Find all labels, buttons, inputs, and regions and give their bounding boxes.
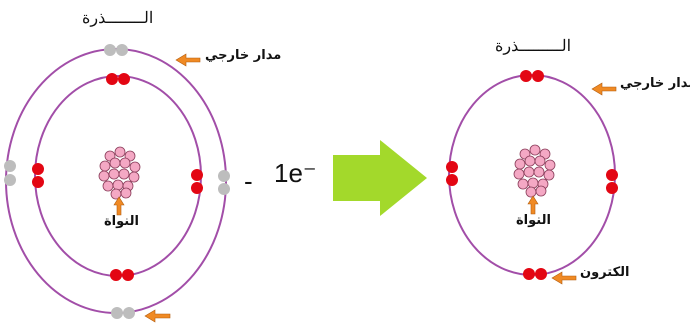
electron <box>520 70 532 82</box>
left-inner-electrons <box>32 73 203 281</box>
outer-electron <box>4 160 16 172</box>
right-nucleus <box>513 144 556 198</box>
left-outer-orbit-label: مدار خارجي <box>205 48 282 63</box>
left-orbit-label-arrow <box>175 53 201 67</box>
electron <box>532 70 544 82</box>
outer-electron <box>4 174 16 186</box>
inner-electron <box>32 163 44 175</box>
inner-electron <box>191 182 203 194</box>
outer-electron <box>218 170 230 182</box>
inner-electron <box>106 73 118 85</box>
electron <box>523 268 535 280</box>
electron <box>446 161 458 173</box>
left-outer-electrons <box>4 44 230 319</box>
outer-electron <box>104 44 116 56</box>
outer-electron <box>116 44 128 56</box>
right-outer-orbit-label: مدار خارجي <box>620 76 690 91</box>
electron <box>446 174 458 186</box>
electron <box>535 268 547 280</box>
left-atom-title: الــــــــذرة <box>82 8 154 27</box>
inner-electron <box>110 269 122 281</box>
right-nucleus-arrow <box>527 195 539 215</box>
inner-electron <box>191 169 203 181</box>
transition-arrow <box>333 140 427 216</box>
inner-electron <box>118 73 130 85</box>
electron <box>606 182 618 194</box>
right-electron-arrow <box>551 271 577 285</box>
left-bottom-electron-arrow <box>144 309 171 323</box>
right-atom <box>446 70 618 285</box>
right-electrons <box>446 70 618 280</box>
inner-electron <box>32 176 44 188</box>
left-atom <box>4 44 230 323</box>
outer-electron <box>123 307 135 319</box>
left-nucleus-label: النواة <box>104 214 139 229</box>
left-nucleus <box>98 146 141 200</box>
outer-electron <box>111 307 123 319</box>
left-nucleus-arrow <box>113 196 125 216</box>
minus-sign: - <box>244 166 253 196</box>
outer-electron <box>218 183 230 195</box>
electron-charge-text: 1e⁻ <box>274 158 317 188</box>
electron <box>606 169 618 181</box>
right-orbit-label-arrow <box>591 82 617 96</box>
inner-electron <box>122 269 134 281</box>
right-atom-title: الـــــــــذرة <box>495 36 572 55</box>
right-nucleus-label: النواة <box>516 213 551 228</box>
electron-label: الكترون <box>580 265 630 280</box>
